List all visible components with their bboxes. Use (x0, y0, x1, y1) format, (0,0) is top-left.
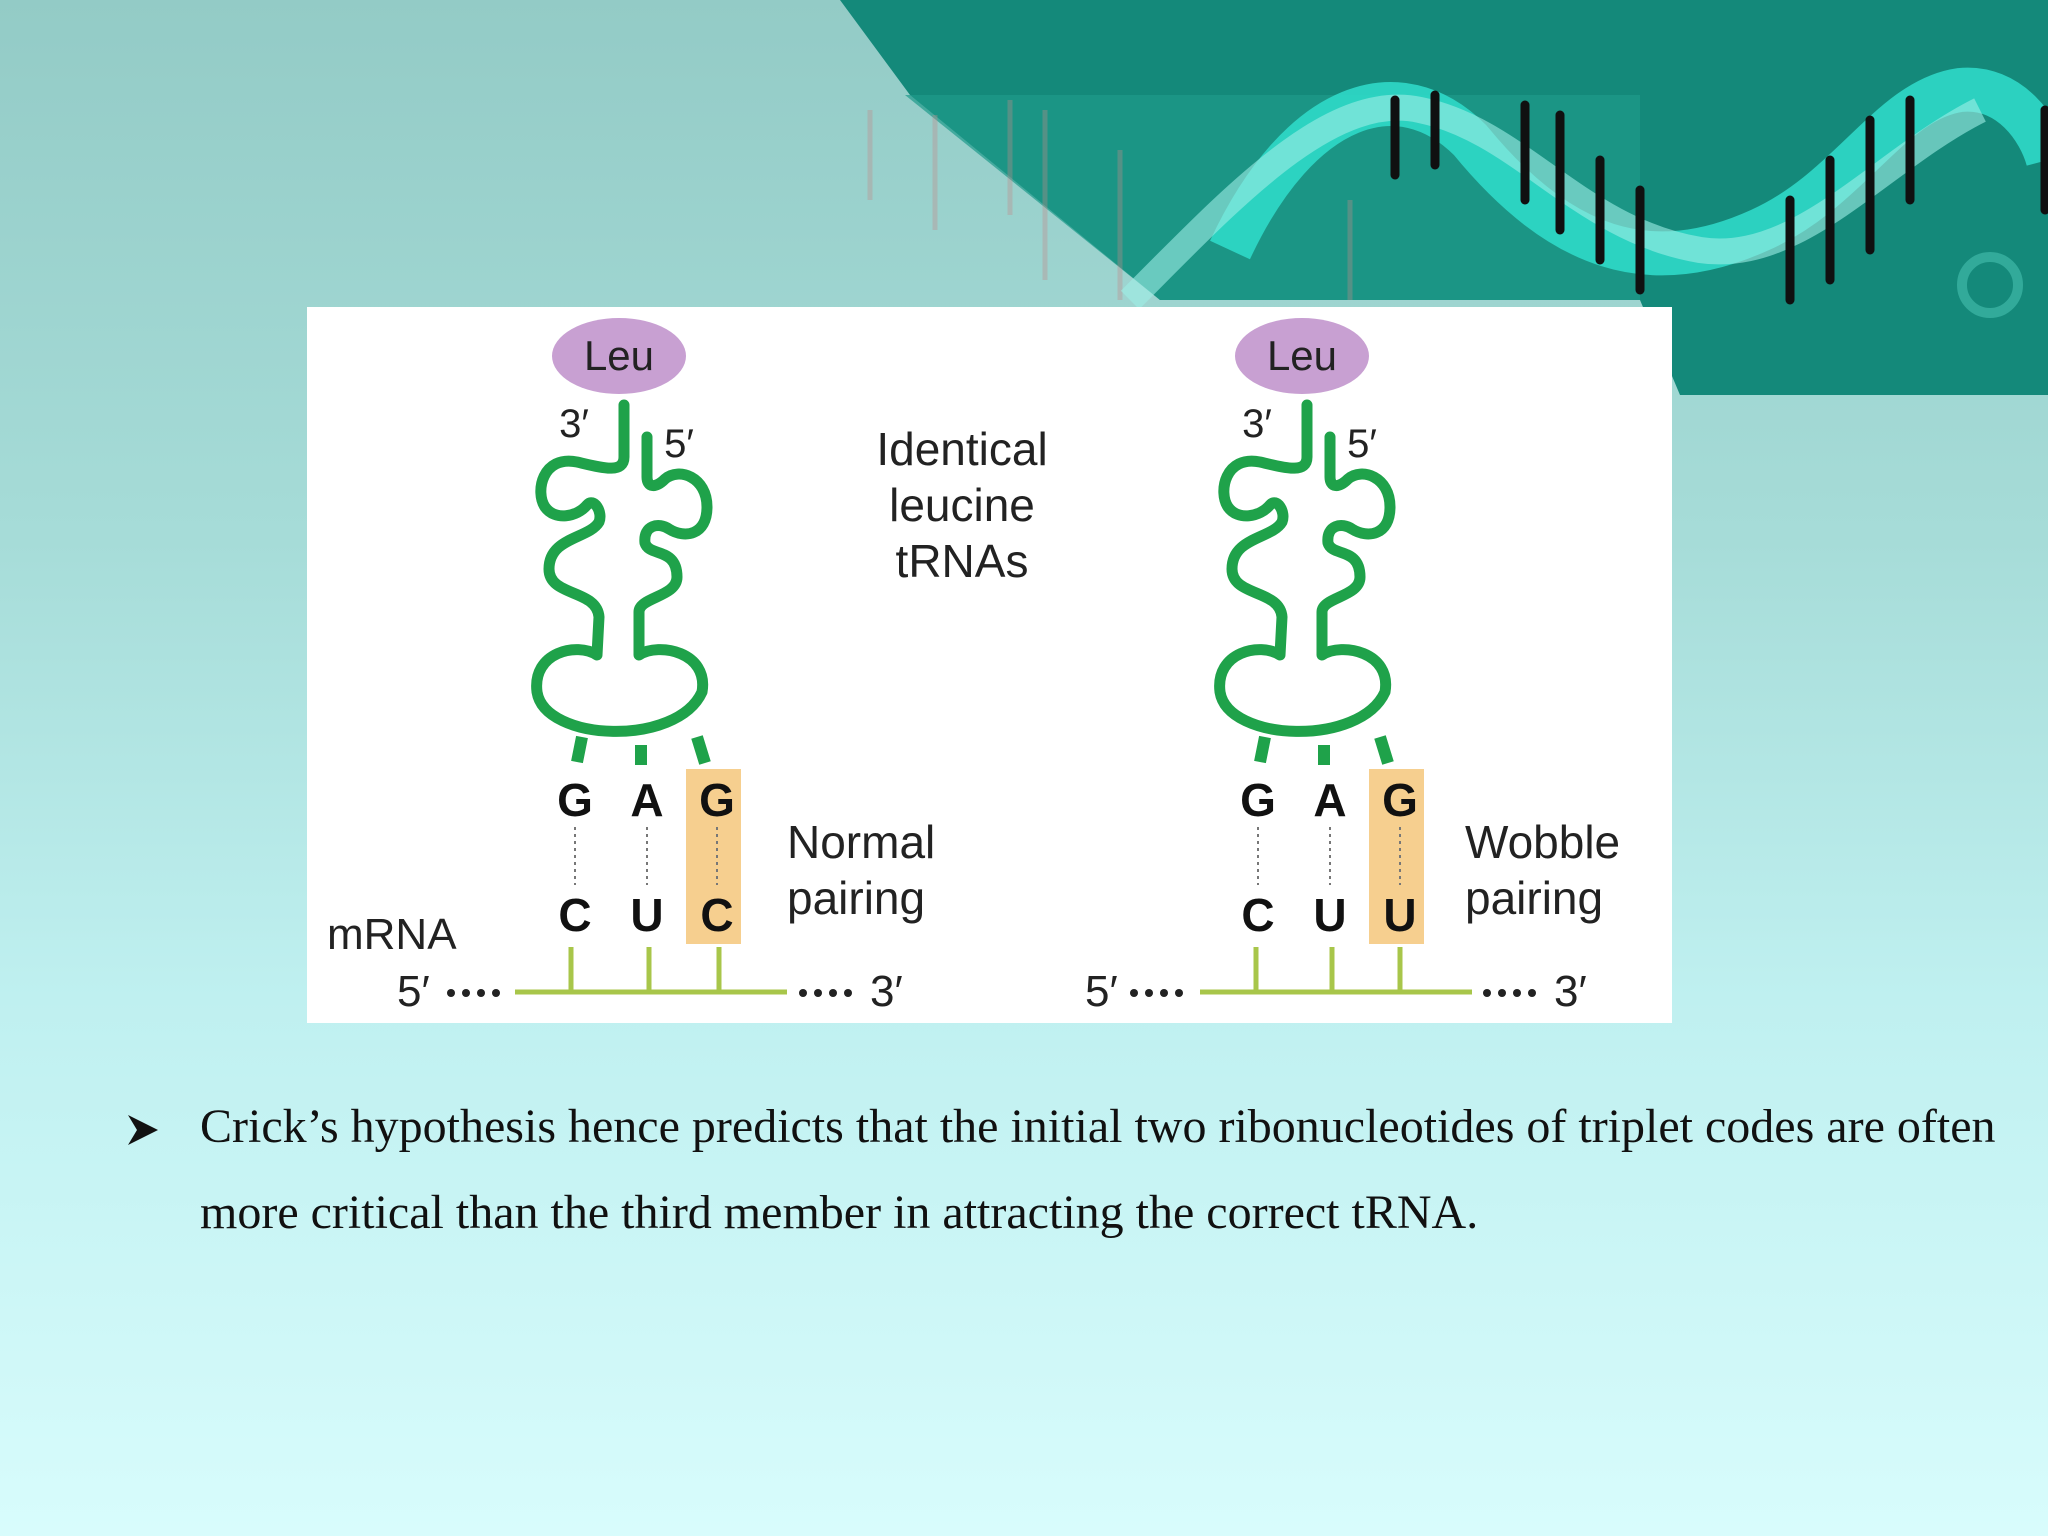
right-anticodon-base-3: G (1382, 774, 1418, 826)
bullet-item: Crick’s hypothesis hence predicts that t… (126, 1090, 2006, 1256)
bullet-list: Crick’s hypothesis hence predicts that t… (126, 1090, 2006, 1256)
right-trna-structure (1214, 399, 1396, 765)
trna-wobble-figure: Leu 3′ 5′ G A G C U C (307, 307, 1672, 1023)
normal-pairing-label-line2: pairing (787, 872, 925, 924)
wobble-pairing-label-line1: Wobble (1465, 816, 1620, 868)
right-leu-label: Leu (1267, 332, 1337, 379)
left-mrna-3-prime: 3′ (870, 967, 903, 1016)
right-panel: Leu 3′ 5′ G A G C U U (1085, 318, 1620, 1016)
banner-ring-ornament (1957, 252, 2023, 318)
helix-rungs (1390, 90, 2048, 305)
left-codon-base-2: U (630, 889, 663, 941)
right-3-prime-label: 3′ (1242, 402, 1272, 446)
mrna-label: mRNA (327, 910, 457, 959)
left-panel: Leu 3′ 5′ G A G C U C (327, 318, 935, 1016)
identical-trnas-label: Identical leucine tRNAs (876, 423, 1047, 587)
left-mrna-strand (515, 947, 787, 995)
wobble-pairing-label-line2: pairing (1465, 872, 1603, 924)
right-wobble-highlight (1369, 769, 1424, 944)
helix-strand-pale (1120, 94, 1986, 310)
right-mrna-dots (1130, 989, 1536, 997)
left-anticodon-base-2: A (630, 774, 663, 826)
right-codon-base-3: U (1383, 889, 1416, 941)
right-5-prime-label: 5′ (1347, 422, 1377, 466)
right-anticodon-base-1: G (1240, 774, 1276, 826)
left-anticodon-base-3: G (699, 774, 735, 826)
center-label-line1: Identical (876, 423, 1047, 475)
right-codon-base-2: U (1313, 889, 1346, 941)
right-codon-base-1: C (1241, 889, 1274, 941)
right-leu-ellipse (1235, 318, 1369, 394)
normal-pairing-label-line1: Normal (787, 816, 935, 868)
left-trna-structure (531, 399, 713, 737)
right-mrna-5-prime: 5′ (1085, 967, 1118, 1016)
right-mrna-strand (1200, 947, 1472, 995)
right-pairing-dots (1257, 827, 1401, 885)
left-mrna-5-prime: 5′ (397, 967, 430, 1016)
center-label-line2: leucine (889, 479, 1035, 531)
faint-bars (867, 100, 1353, 300)
left-anticodon-stubs (571, 735, 711, 765)
center-label-line3: tRNAs (896, 535, 1029, 587)
dna-banner-decoration (840, 0, 2048, 395)
arrowhead-bullet-icon (126, 1090, 200, 1159)
right-anticodon-base-2: A (1313, 774, 1346, 826)
left-wobble-highlight (686, 769, 741, 944)
left-mrna-dots (447, 989, 852, 997)
left-anticodon-base-1: G (557, 774, 593, 826)
bullet-text: Crick’s hypothesis hence predicts that t… (200, 1100, 1996, 1239)
right-mrna-3-prime: 3′ (1554, 967, 1587, 1016)
left-leu-ellipse (552, 318, 686, 394)
left-leu-label: Leu (584, 332, 654, 379)
left-3-prime-label: 3′ (559, 402, 589, 446)
left-codon-base-1: C (558, 889, 591, 941)
left-pairing-dots (574, 827, 718, 885)
left-codon-base-3: C (700, 889, 733, 941)
left-5-prime-label: 5′ (664, 422, 694, 466)
